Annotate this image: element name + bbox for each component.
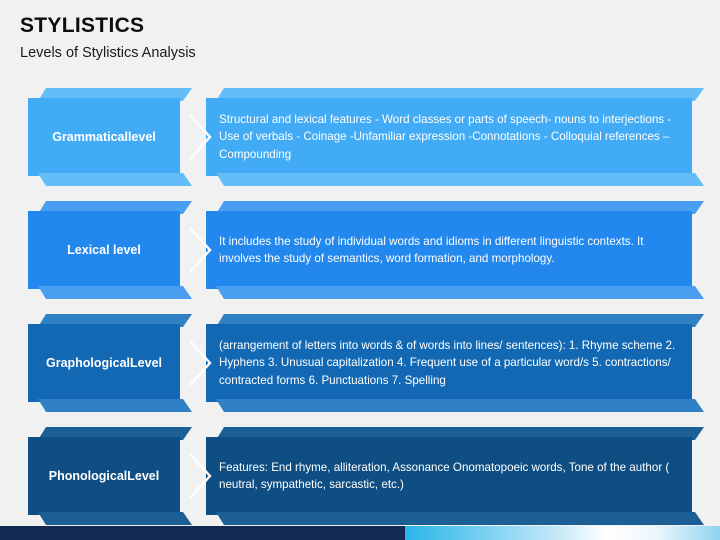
level-label-lines: PhonologicalLevel [49,468,159,485]
label-plate [28,98,180,176]
level-description-paragraph: Structural and lexical features - Word c… [219,113,672,161]
level-label-lines: GraphologicalLevel [46,355,162,372]
level-label-block[interactable]: PhonologicalLevel [28,427,180,525]
slide-header: STYLISTICS Levels of Stylistics Analysis [20,14,680,62]
level-row: Grammaticallevel Structural and lexical f… [28,88,692,186]
level-label-block[interactable]: Lexical level [28,201,180,299]
level-label-line: level [127,129,156,144]
description-plate [206,98,692,176]
level-description-text: (arrangement of letters into words & of … [219,324,681,402]
level-description-text: Features: End rhyme, alliteration, Asson… [219,437,681,515]
footer-gradient-block [405,526,720,540]
label-plate [28,324,180,402]
chevron-right-icon [188,453,214,499]
level-description-paragraph: It includes the study of individual word… [219,234,644,265]
description-plate [206,211,692,289]
chevron-right-icon [188,227,214,273]
level-description-block[interactable]: Structural and lexical features - Word c… [206,88,692,186]
description-plate [206,437,692,515]
level-label-block[interactable]: GraphologicalLevel [28,314,180,412]
label-plate [28,437,180,515]
level-description-text: It includes the study of individual word… [219,211,681,289]
page-subtitle: Levels of Stylistics Analysis [20,45,196,62]
level-description-block[interactable]: Features: End rhyme, alliteration, Asson… [206,427,692,525]
level-description-text: Structural and lexical features - Word c… [219,98,681,176]
description-plate [206,324,692,402]
level-label-line: Level [127,468,160,483]
level-label-line: Level [130,355,162,370]
footer-dark-block [0,526,405,540]
level-label-block[interactable]: Grammaticallevel [28,88,180,186]
level-row: PhonologicalLevel Features: End rhyme, al… [28,427,692,525]
level-label-text: Lexical level [67,242,141,257]
level-label-lines: Grammaticallevel [52,129,156,146]
label-plate [28,211,180,289]
level-description-paragraph: Features: End rhyme, alliteration, Asson… [219,460,670,491]
level-description-block[interactable]: (arrangement of letters into words & of … [206,314,692,412]
level-label-line: Phonological [48,468,128,483]
level-label-text: Grammaticallevel [28,98,180,176]
level-label-text: PhonologicalLevel [28,437,180,515]
footer-decoration [0,526,720,540]
level-label-line: Graphological [45,355,131,370]
level-description-paragraph: (arrangement of letters into words & of … [219,339,676,387]
level-description-block[interactable]: It includes the study of individual word… [206,201,692,299]
level-label-text: GraphologicalLevel [28,324,180,402]
level-row: GraphologicalLevel (arrangement of letter… [28,314,692,412]
page-title: STYLISTICS [20,14,145,37]
chevron-right-icon [188,340,214,386]
level-row: Lexical level It includes the study of in… [28,201,692,299]
chevron-right-icon [188,114,214,160]
level-label-line: Grammatical [52,129,128,144]
